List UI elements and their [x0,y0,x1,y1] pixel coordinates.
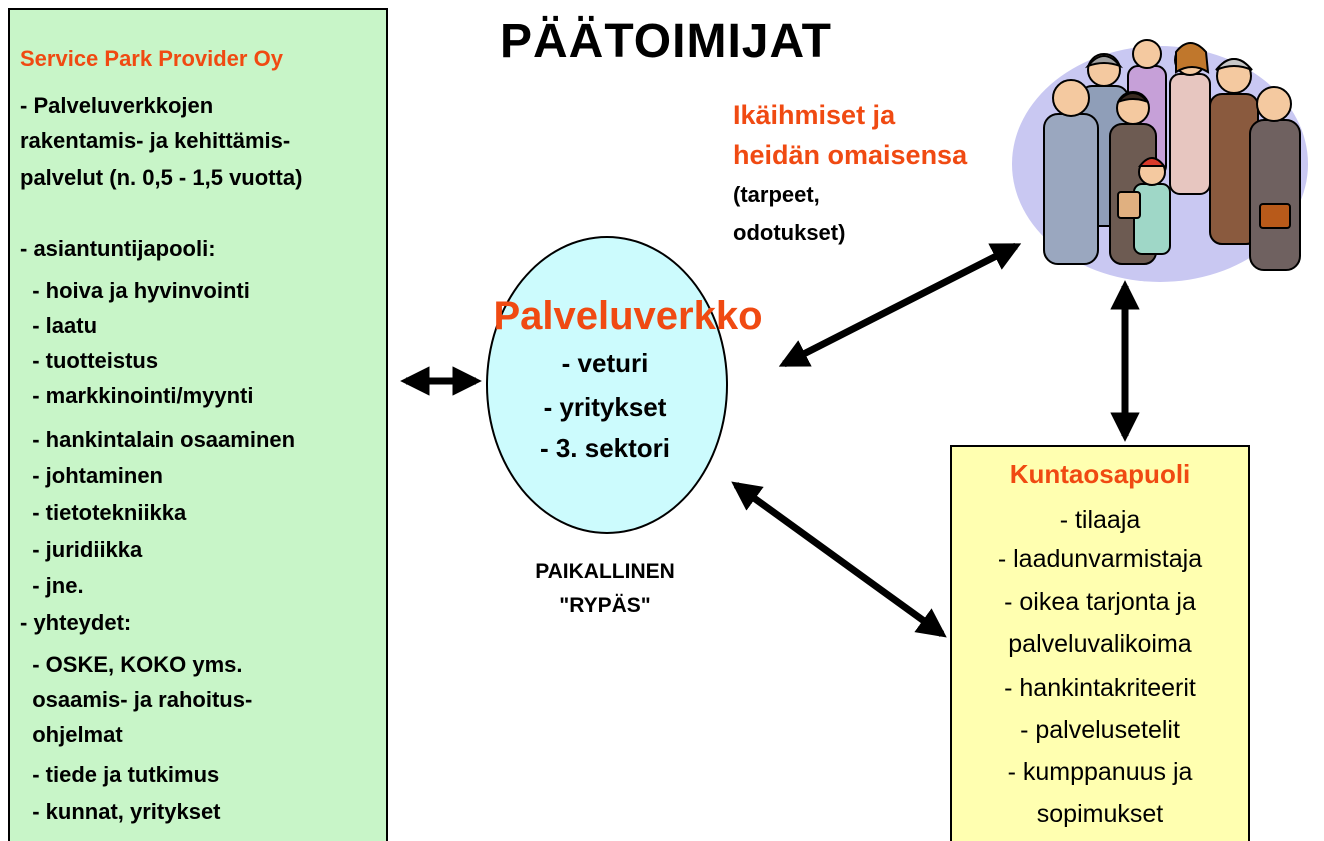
provider-line: ohjelmat [20,722,123,747]
provider-line: - johtaminen [20,463,163,488]
provider-line: - asiantuntijapooli: [20,236,216,261]
municipal-line: - kumppanuus ja [1007,758,1193,786]
arrow-network-municipal [731,481,947,638]
provider-box: Service Park Provider Oy - Palveluverkko… [8,8,388,841]
municipal-line: - tilaaja [1059,506,1141,534]
network-item: - 3. sektori [539,433,671,463]
municipal-line: - oikea tarjonta ja [1004,588,1196,616]
provider-line: - tiede ja tutkimus [20,762,220,787]
elderly-sub: (tarpeet, [733,182,820,207]
people-group-clipart [1012,39,1308,282]
network-item: - yritykset [543,392,667,422]
provider-line: - kunnat, yritykset [20,799,221,824]
provider-line: - OSKE, KOKO yms. [20,652,243,677]
provider-line: - yhteydet: [20,610,132,635]
municipal-line: - laadunvarmistaja [997,545,1203,573]
cluster-label: "RYPÄS" [559,594,651,617]
provider-heading: Service Park Provider Oy [20,46,283,71]
provider-line: - markkinointi/myynti [20,383,254,408]
network-ellipse [486,236,728,534]
provider-line: - jne. [20,573,84,598]
provider-line: rakentamis- ja kehittämis- [20,128,291,153]
provider-line: - Palveluverkkojen [20,93,214,118]
page-title: PÄÄTOIMIJAT [500,15,832,68]
provider-line: - hoiva ja hyvinvointi [20,278,250,303]
arrow-network-elderly [778,242,1022,368]
municipal-line: palveluvalikoima [1008,630,1192,658]
provider-line: - tietotekniikka [20,500,187,525]
provider-line: - hankintalain osaaminen [20,427,296,452]
provider-line: osaamis- ja rahoitus- [20,687,253,712]
cluster-label: PAIKALLINEN [535,560,675,583]
network-title: Palveluverkko [493,294,763,338]
municipal-line: sopimukset [1036,800,1164,828]
municipal-line: - hankintakriteerit [1004,674,1196,702]
provider-line: - laatu [20,313,98,338]
elderly-heading: heidän omaisensa [733,140,968,170]
elderly-sub: odotukset) [733,220,846,245]
provider-line: - juridiikka [20,537,143,562]
municipal-line: - palvelusetelit [1020,716,1180,744]
network-item: - veturi [561,348,649,378]
provider-line: palvelut (n. 0,5 - 1,5 vuotta) [20,165,303,190]
elderly-heading: Ikäihmiset ja [733,100,896,130]
municipal-heading: Kuntaosapuoli [1009,459,1191,489]
provider-line: - tuotteistus [20,348,159,373]
municipal-box: Kuntaosapuoli - tilaaja - laadunvarmista… [950,445,1250,841]
